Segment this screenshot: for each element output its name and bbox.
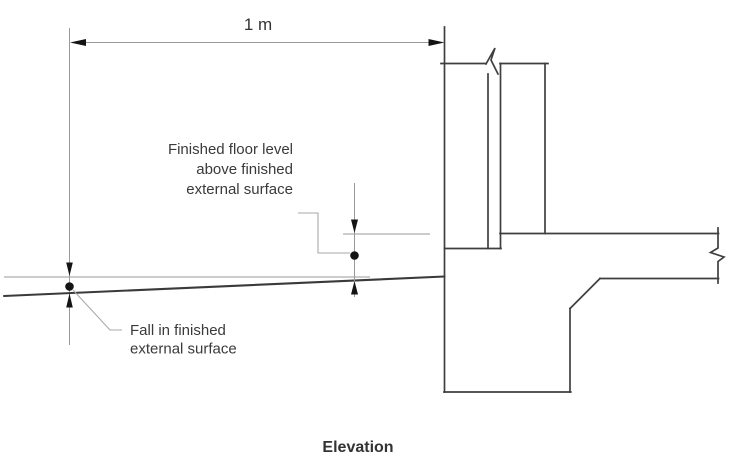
ground-slope-line xyxy=(2,275,446,298)
floor-down-arrowhead-icon xyxy=(351,219,358,233)
floor-slab xyxy=(499,227,726,284)
wall-break-icon xyxy=(484,47,500,76)
fall-dimension-point-marker xyxy=(65,282,74,291)
fall-down-arrowhead-icon xyxy=(66,262,73,276)
floor-level-label: Finished floor level above finished exte… xyxy=(168,141,293,198)
drawing-caption: Elevation xyxy=(322,439,393,456)
right-arrowhead-icon xyxy=(428,39,445,46)
slab-break-icon xyxy=(708,227,726,284)
floor-level-label-line1: Finished floor level xyxy=(168,141,293,158)
fall-label: Fall in finished external surface xyxy=(130,322,237,358)
floor-level-label-line2: above finished xyxy=(196,161,293,178)
foundation xyxy=(443,277,602,393)
fall-dimension xyxy=(65,262,74,308)
dimension-1m: 1 m xyxy=(69,15,445,345)
floor-up-arrowhead-icon xyxy=(351,281,358,295)
floor-level-dimension xyxy=(350,183,359,297)
dimension-label: 1 m xyxy=(244,15,272,34)
floor-level-label-line3: external surface xyxy=(186,181,293,198)
floor-label-leader-line xyxy=(298,212,350,254)
fall-label-leader-line xyxy=(72,289,122,331)
fall-label-line1: Fall in finished xyxy=(130,322,226,339)
wall-section xyxy=(440,26,549,393)
fall-label-line2: external surface xyxy=(130,341,237,358)
fall-up-arrowhead-icon xyxy=(66,293,73,308)
foundation-splay-line xyxy=(568,277,602,310)
floor-dimension-point-marker xyxy=(350,251,359,260)
left-arrowhead-icon xyxy=(70,39,86,46)
